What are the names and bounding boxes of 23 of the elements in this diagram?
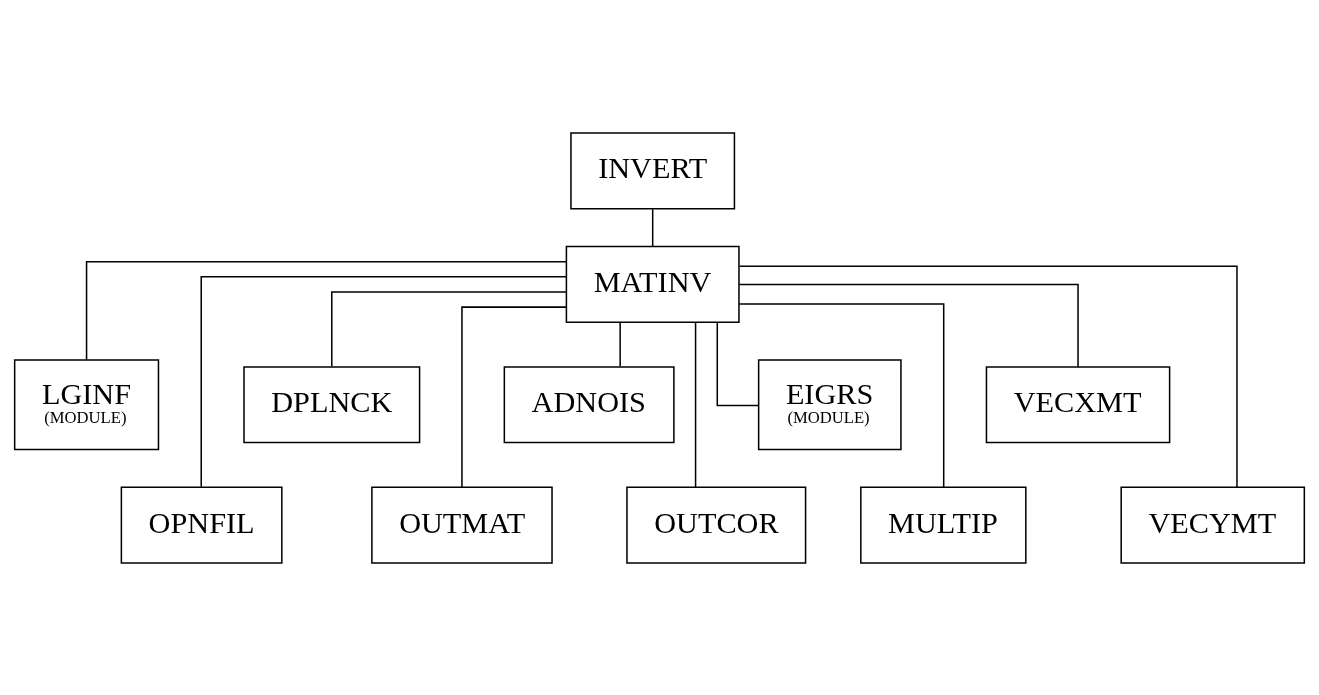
node-box: ADNOIS (503, 365, 675, 443)
connector (331, 290, 568, 367)
node-box: OUTMAT (371, 486, 553, 564)
node-box: OPNFIL (120, 486, 283, 564)
connector (694, 321, 697, 488)
connector (738, 283, 1079, 367)
connector (619, 321, 621, 367)
connector (738, 265, 1238, 488)
node-box: DPLNCK (243, 365, 421, 443)
node-box: LGINF (MODULE) (13, 358, 160, 450)
connector (651, 208, 654, 247)
connector (85, 260, 567, 361)
connector (738, 302, 945, 488)
node-box: EIGRS (MODULE) (757, 358, 902, 450)
connector (461, 305, 567, 488)
node-box: VECXMT (985, 365, 1171, 443)
connector (716, 321, 760, 406)
node-box: VECYMT (1120, 486, 1306, 564)
node-box: MULTIP (860, 486, 1027, 564)
node-box: INVERT (570, 131, 736, 209)
connector (200, 275, 567, 488)
node-box: MATINV (565, 245, 740, 323)
node-box: OUTCOR (626, 486, 807, 564)
